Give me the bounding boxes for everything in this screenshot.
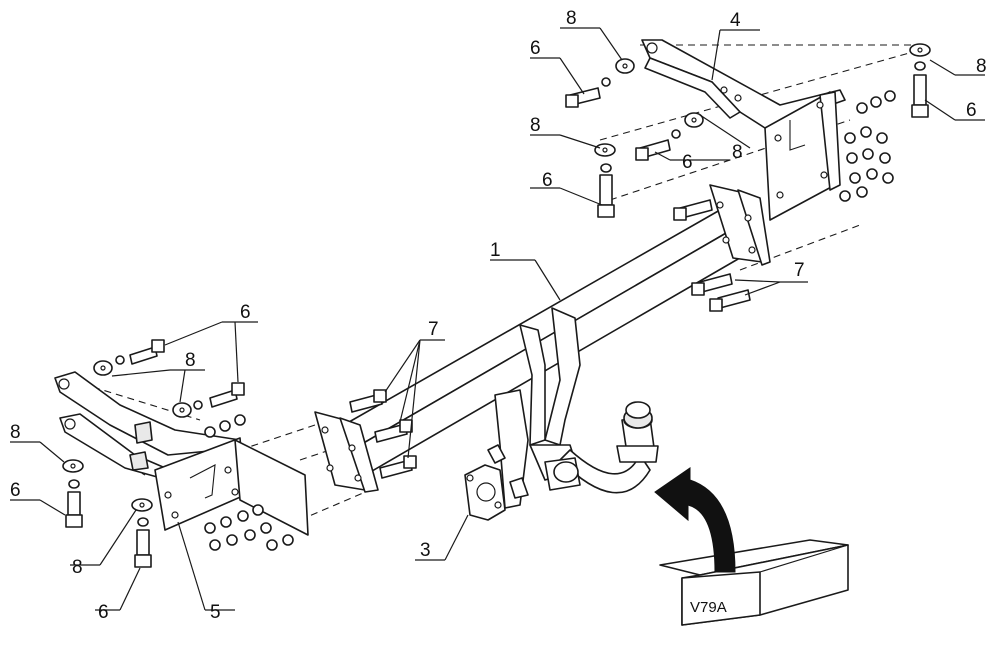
callout-6-left-top: 6 xyxy=(240,302,251,323)
callout-6-far-right: 6 xyxy=(966,100,977,121)
callout-8-top: 8 xyxy=(566,8,577,29)
socket-plate xyxy=(464,444,529,521)
package-label: V79A xyxy=(690,599,727,616)
callout-6-left-bottom: 6 xyxy=(98,602,109,623)
fasteners-left xyxy=(62,339,417,568)
nut-cluster-left xyxy=(204,414,294,551)
callout-8-left-bottom: 8 xyxy=(72,557,83,578)
callout-6-top: 6 xyxy=(530,38,541,59)
callout-8-right-mid: 8 xyxy=(732,142,743,163)
package-box: V79A xyxy=(659,539,849,626)
callout-8-left-mid: 8 xyxy=(10,422,21,443)
callout-3: 3 xyxy=(420,540,431,561)
main-cross-beam xyxy=(314,184,771,493)
callout-7-left: 7 xyxy=(428,319,439,340)
callout-numbers: 1 4 8 6 8 8 6 6 8 6 7 7 6 8 8 6 8 6 5 3 xyxy=(10,8,987,623)
right-side-bracket xyxy=(641,39,846,221)
callout-1: 1 xyxy=(490,240,501,261)
fasteners-right xyxy=(565,43,931,312)
callout-7-right: 7 xyxy=(794,260,805,281)
callout-8-mid: 8 xyxy=(530,115,541,136)
insert-arrow xyxy=(654,467,736,573)
callout-4: 4 xyxy=(730,10,741,31)
callout-5: 5 xyxy=(210,602,221,623)
left-side-bracket xyxy=(54,371,309,536)
callout-6-left-mid: 6 xyxy=(10,480,21,501)
callout-leaders xyxy=(10,27,985,611)
nut-cluster-right xyxy=(839,90,896,202)
callout-6-mid: 6 xyxy=(682,152,693,173)
callout-6-lower: 6 xyxy=(542,170,553,191)
callout-8-left-top: 8 xyxy=(185,350,196,371)
callout-8-far-right: 8 xyxy=(976,56,987,77)
